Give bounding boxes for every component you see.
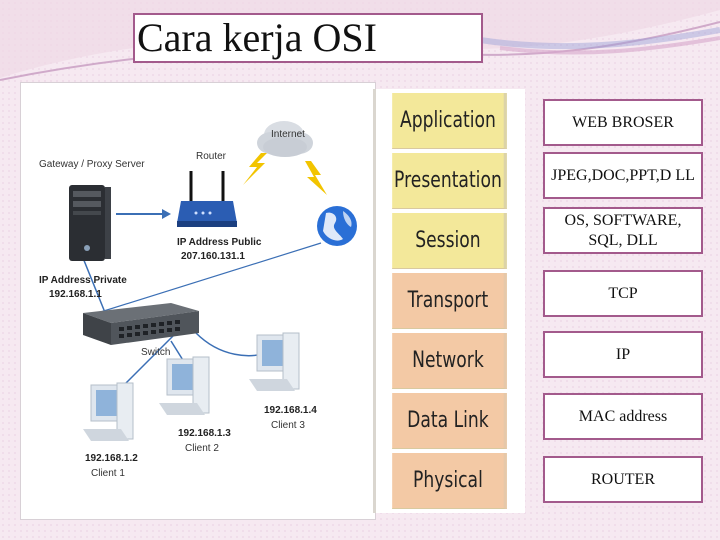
link-server-switch: [80, 252, 107, 316]
stack-rule: [373, 89, 376, 513]
protocol-box-session: OS, SOFTWARE, SQL, DLL: [543, 207, 703, 254]
osi-layer-session: Session: [392, 213, 507, 269]
osi-layer-stack: Application Presentation Session Transpo…: [373, 89, 525, 513]
protocol-box-data-link: MAC address: [543, 393, 703, 440]
computer-icon: [159, 356, 210, 415]
protocol-box-transport: TCP: [543, 270, 703, 317]
computer-icon: [83, 382, 134, 441]
router-icon: [177, 171, 237, 227]
gateway-label: Gateway / Proxy Server: [39, 159, 145, 170]
router-label: Router: [196, 151, 227, 162]
ip-private-value: 192.168.1.1: [49, 289, 102, 300]
client1-ip: 192.168.1.2: [85, 453, 138, 464]
network-diagram: Gateway / Proxy Server Router Internet I…: [20, 82, 376, 520]
switch-icon: [83, 303, 199, 345]
link-switch-client3: [195, 332, 267, 357]
ip-private-label: IP Address Private: [39, 275, 127, 286]
internet-label: Internet: [271, 129, 305, 140]
protocol-box-physical: ROUTER: [543, 456, 703, 503]
client2-label: Client 2: [185, 443, 219, 454]
lightning-icon: [243, 153, 267, 185]
cloud-icon: [257, 121, 313, 157]
page-title: Cara kerja OSI: [137, 15, 377, 60]
osi-layer-transport: Transport: [392, 273, 507, 329]
link-switch-globe: [90, 242, 322, 316]
osi-layer-data-link: Data Link: [392, 393, 507, 449]
osi-layer-physical: Physical: [392, 453, 507, 509]
client3-label: Client 3: [271, 420, 305, 431]
ip-public-label: IP Address Public: [177, 237, 262, 248]
protocol-box-network: IP: [543, 331, 703, 378]
protocol-box-application: WEB BROSER: [543, 99, 703, 146]
osi-layer-network: Network: [392, 333, 507, 389]
switch-label: Switch: [141, 347, 171, 358]
ip-public-value: 207.160.131.1: [181, 251, 245, 262]
title-box: Cara kerja OSI: [133, 13, 483, 63]
arrow-icon: [116, 209, 171, 219]
osi-layer-application: Application: [392, 93, 507, 149]
network-diagram-graphic: [69, 121, 357, 441]
computer-icon: [249, 332, 300, 391]
osi-layer-presentation: Presentation: [392, 153, 507, 209]
globe-icon: [317, 206, 357, 246]
client1-label: Client 1: [91, 468, 125, 479]
client2-ip: 192.168.1.3: [178, 428, 231, 439]
protocol-box-presentation: JPEG,DOC,PPT,D LL: [543, 152, 703, 199]
lightning-icon: [305, 161, 327, 195]
client3-ip: 192.168.1.4: [264, 405, 317, 416]
server-icon: [69, 185, 111, 261]
